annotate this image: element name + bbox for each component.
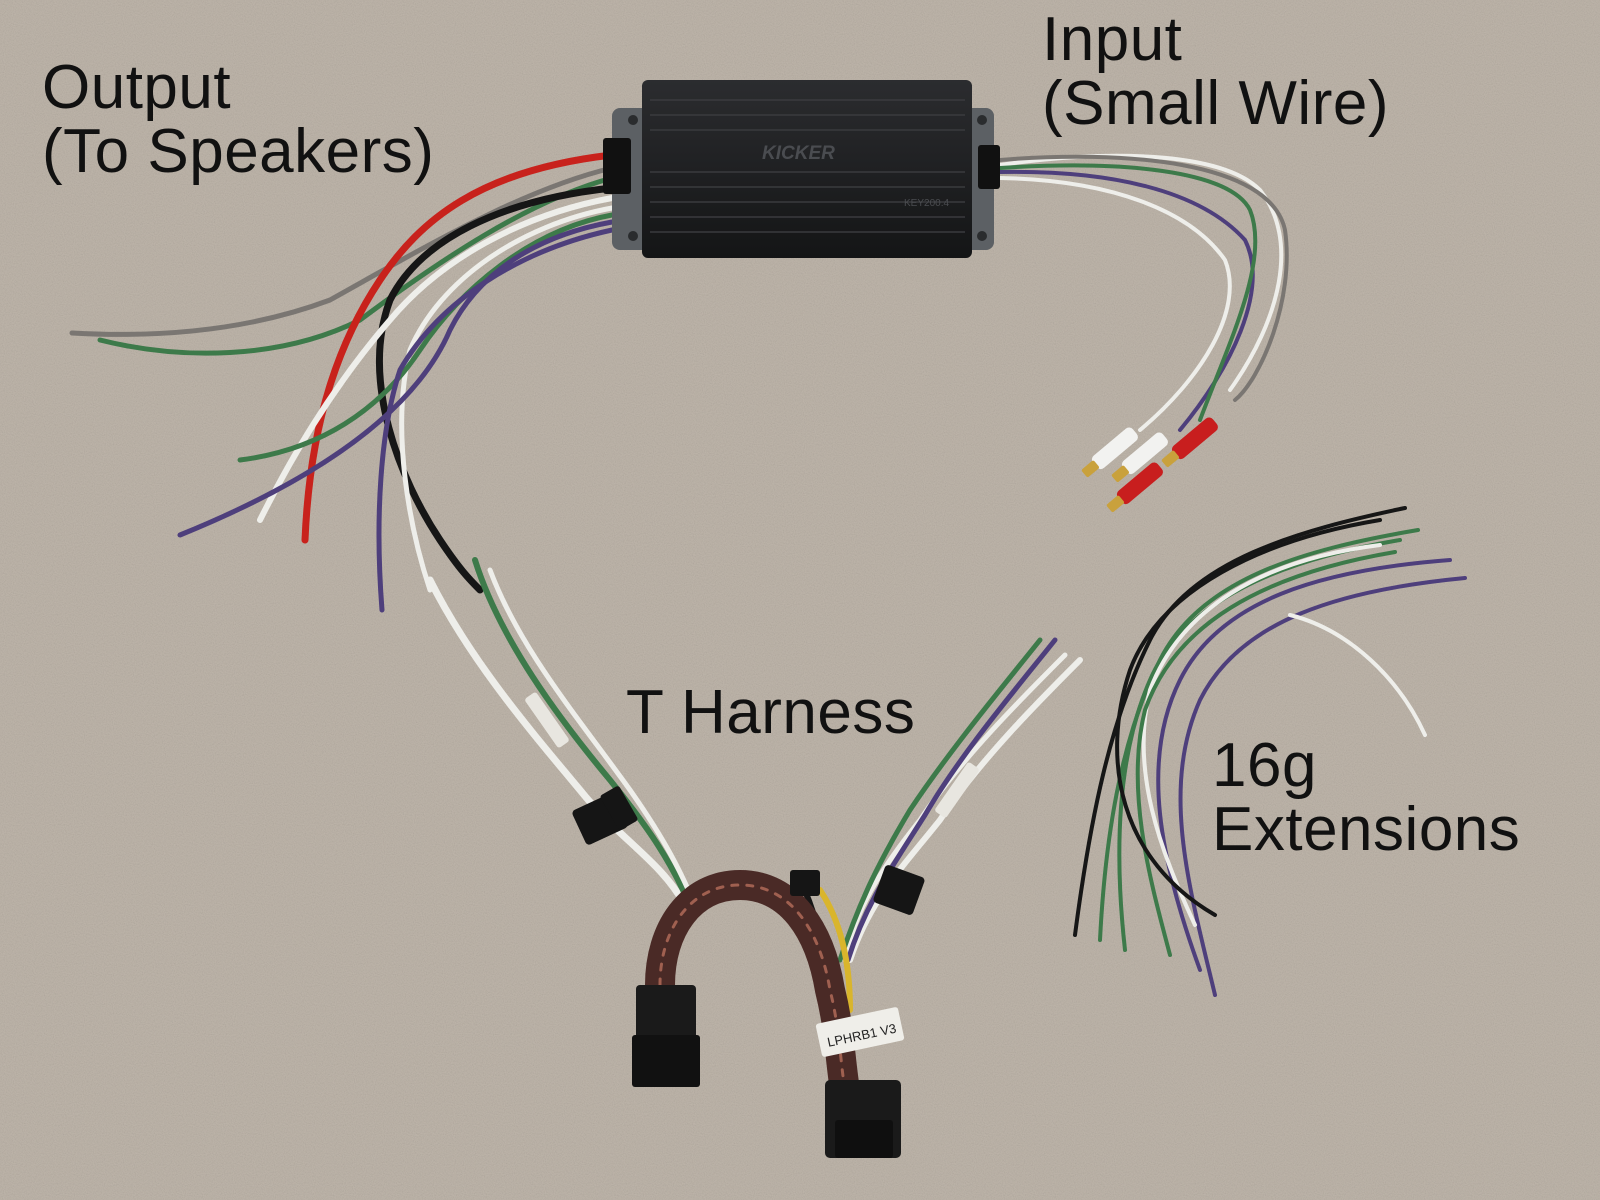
output-wires xyxy=(69,151,616,613)
wire-gray xyxy=(69,165,615,337)
harness-plugs xyxy=(632,985,905,1158)
t-harness-left-leg xyxy=(426,557,698,909)
amp-brand-logo: KICKER xyxy=(762,143,835,164)
wire-white xyxy=(257,195,615,523)
amp-right-plug xyxy=(978,145,1000,189)
amp-body xyxy=(642,80,972,258)
t-harness-label: T Harness xyxy=(626,678,916,747)
rca-plugs xyxy=(1081,417,1218,513)
inline-connectors xyxy=(525,692,979,915)
wire-black xyxy=(376,184,616,594)
extensions-label-line2: Extensions xyxy=(1212,795,1521,864)
extensions-label-line1: 16g xyxy=(1212,731,1317,800)
output-label-line2: (To Speakers) xyxy=(42,117,435,186)
input-wires xyxy=(998,153,1289,432)
amplifier xyxy=(603,80,1000,258)
input-label-line1: Input xyxy=(1042,5,1183,74)
amp-left-plug xyxy=(603,138,631,194)
wire-green-2 xyxy=(237,212,615,463)
output-label-line1: Output xyxy=(42,53,232,122)
wire-purple xyxy=(177,219,615,538)
input-label-line2: (Small Wire) xyxy=(1042,69,1389,138)
amp-model-text: KEY200.4 xyxy=(904,198,949,209)
harness-tag xyxy=(815,1007,905,1057)
extensions-label: 16g Extensions xyxy=(1212,734,1520,862)
extension-wires xyxy=(1073,506,1467,997)
output-label: Output (To Speakers) xyxy=(42,56,434,184)
wire-purple-2 xyxy=(376,227,615,613)
input-label: Input (Small Wire) xyxy=(1042,8,1389,136)
